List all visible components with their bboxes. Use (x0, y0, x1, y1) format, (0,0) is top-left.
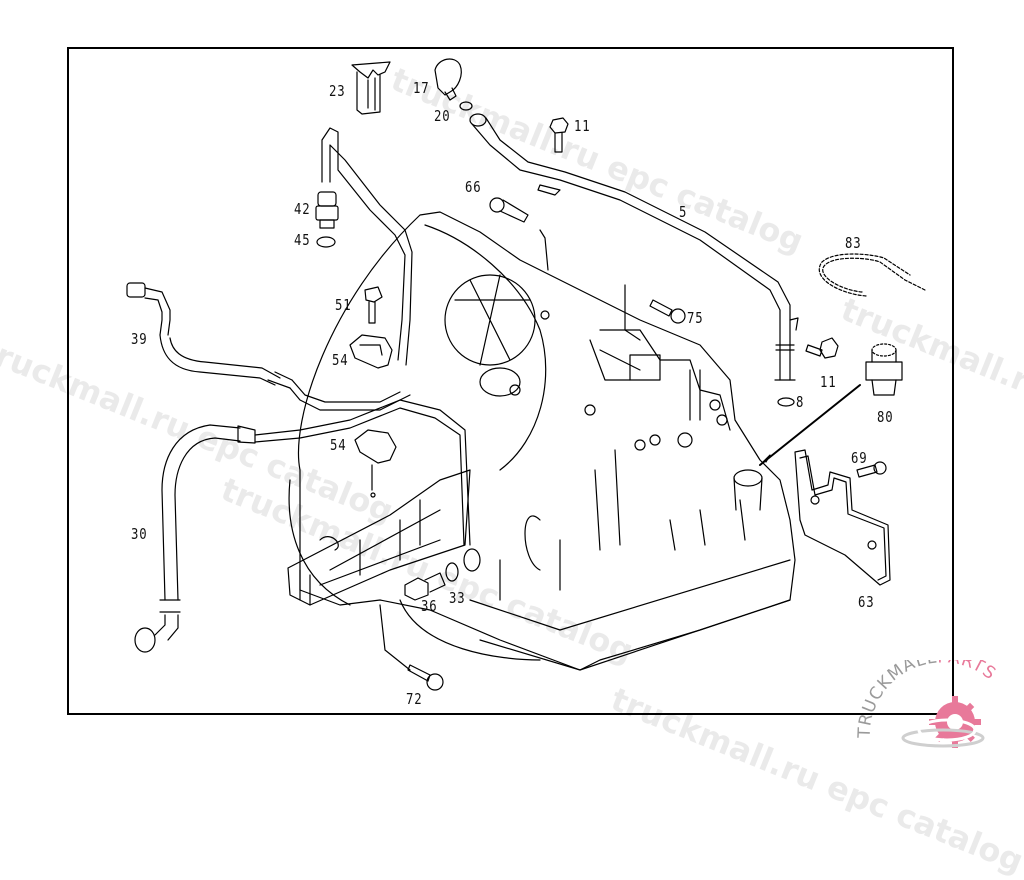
callout-part-83[interactable]: 83 (845, 234, 862, 252)
svg-text:TRUCKMALLPARTS: TRUCKMALLPARTS (855, 660, 1000, 739)
part-20-oring (459, 101, 473, 111)
callout-part-66[interactable]: 66 (465, 178, 482, 196)
callout-part-5[interactable]: 5 (679, 203, 688, 221)
part-5-dipstick-tube (469, 113, 799, 381)
part-54-clamp-upper (349, 334, 393, 369)
logo-text-parts: PARTS (937, 660, 999, 684)
callout-part-20[interactable]: 20 (434, 107, 451, 125)
callout-part-80[interactable]: 80 (877, 408, 894, 426)
gear-icon (901, 696, 985, 748)
part-17-cap (434, 58, 462, 101)
part-33-washer (445, 562, 459, 582)
part-8-seal (777, 397, 795, 407)
part-69-bolt (856, 461, 887, 478)
callout-part-69[interactable]: 69 (851, 449, 868, 467)
part-54-clamp-lower (354, 429, 397, 498)
callout-part-54[interactable]: 54 (330, 436, 347, 454)
part-75-bolt (649, 299, 686, 324)
arrow-head (759, 454, 771, 466)
diagram-frame (67, 47, 954, 715)
transmission-housing (287, 211, 796, 671)
callout-part-36[interactable]: 36 (421, 597, 438, 615)
part-30-hose (134, 399, 481, 653)
part-83-harness (818, 253, 926, 297)
part-11-bolt-right (805, 337, 839, 359)
callout-part-63[interactable]: 63 (858, 593, 875, 611)
truckmall-parts-logo: TRUCKMALLPARTS (855, 660, 1000, 748)
cooler-pipe-upper (321, 127, 413, 366)
arrow-80-to-housing (759, 384, 861, 466)
callout-part-30[interactable]: 30 (131, 525, 148, 543)
callout-part-42[interactable]: 42 (294, 200, 311, 218)
part-42-fitting (315, 191, 339, 229)
part-23-clip (351, 61, 391, 115)
callout-part-45[interactable]: 45 (294, 231, 311, 249)
part-63-gasket (794, 449, 891, 586)
callout-part-23[interactable]: 23 (329, 82, 346, 100)
part-45-washer (316, 236, 336, 248)
callout-part-33[interactable]: 33 (449, 589, 466, 607)
parts-diagram-canvas: truckmall.ru epc catalog truckmall.ru ep… (0, 47, 1024, 880)
callout-part-17[interactable]: 17 (413, 79, 430, 97)
callout-part-11[interactable]: 11 (574, 117, 591, 135)
callout-part-72[interactable]: 72 (406, 690, 423, 708)
part-66-bolt (489, 197, 529, 223)
part-80-sensor (865, 343, 903, 396)
part-51-bolt (364, 286, 383, 324)
callout-part-8[interactable]: 8 (796, 393, 805, 411)
part-11-bolt-top (549, 117, 569, 153)
callout-part-11[interactable]: 11 (820, 373, 837, 391)
part-36-banjo-bolt (404, 572, 446, 601)
callout-part-75[interactable]: 75 (687, 309, 704, 327)
callout-part-51[interactable]: 51 (335, 296, 352, 314)
logo-text-truckmall: TRUCKMALL (855, 660, 938, 739)
part-72-bolt (407, 664, 444, 691)
transmission-drawing (126, 58, 926, 691)
callout-part-39[interactable]: 39 (131, 330, 148, 348)
part-39-hose (126, 282, 411, 411)
callout-part-54[interactable]: 54 (332, 351, 349, 369)
